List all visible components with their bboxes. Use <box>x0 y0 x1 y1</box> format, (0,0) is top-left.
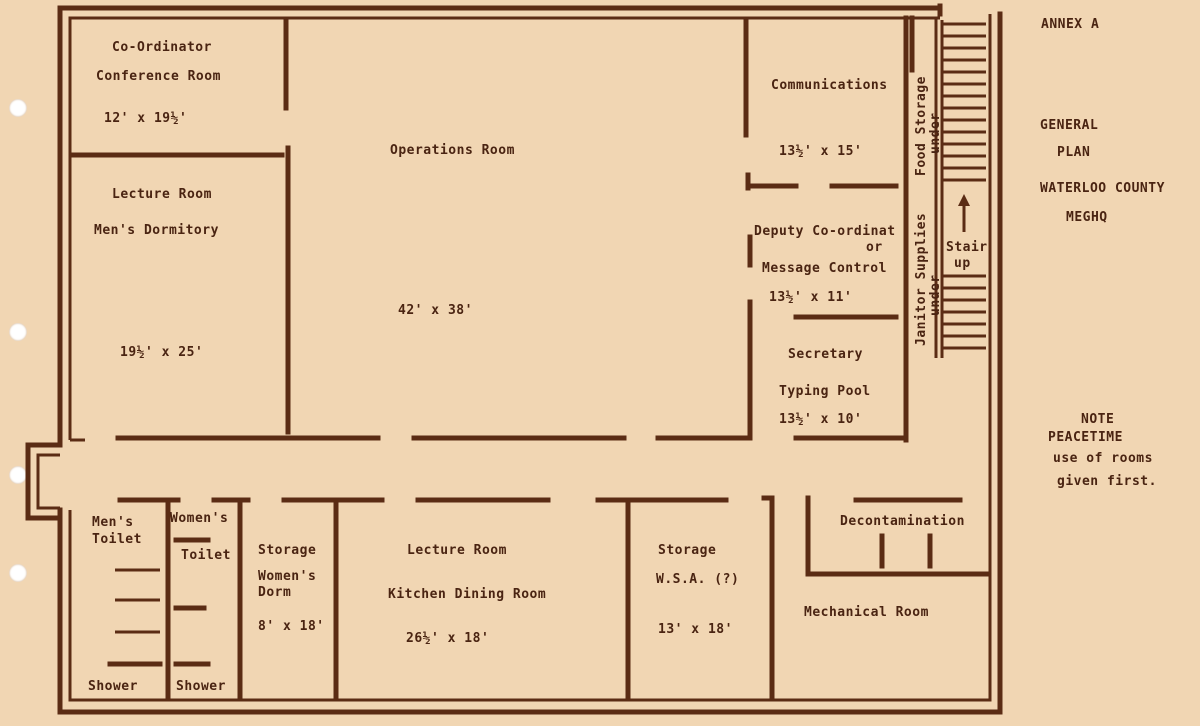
storage-left-size: 8' x 18' <box>258 619 325 634</box>
interior-walls-top <box>69 15 938 443</box>
coordinator-room-size: 12' x 19½' <box>104 111 188 126</box>
stair-up-label: up <box>954 256 971 271</box>
storage-left-label: Storage <box>258 543 317 558</box>
mens-dormitory-label: Men's Dormitory <box>94 223 219 238</box>
janitor-supplies-label: Janitor Supplies <box>914 212 929 346</box>
entry-vestibule <box>25 438 85 521</box>
note-line: use of rooms <box>1053 451 1153 466</box>
operations-room-label: Operations Room <box>390 143 515 158</box>
lecture-room-bottom-size: 26½' x 18' <box>406 631 490 646</box>
deputy-coordinator-label: or <box>866 240 883 255</box>
storage-right-size: 13' x 18' <box>658 622 733 637</box>
binder-hole <box>9 564 27 582</box>
interior-walls-bottom <box>107 495 991 699</box>
secretary-room-size: 13½' x 10' <box>779 412 863 427</box>
binder-hole <box>9 466 27 484</box>
storage-right-label: Storage <box>658 543 717 558</box>
stair-treads <box>940 20 986 358</box>
shower-right-label: Shower <box>176 679 226 694</box>
title-general: GENERAL <box>1040 118 1099 133</box>
janitor-supplies-under-label: under <box>928 274 943 316</box>
typing-pool-label: Typing Pool <box>779 384 871 399</box>
mens-toilet-label: Men's <box>92 515 134 530</box>
coordinator-room-label: Co-Ordinator <box>112 40 212 55</box>
lecture-room-label: Lecture Room <box>112 187 212 202</box>
message-control-label: Message Control <box>762 261 887 276</box>
title-county: WATERLOO COUNTY <box>1040 181 1165 196</box>
womens-dorm-label: Women's <box>258 569 317 584</box>
lecture-room-size: 19½' x 25' <box>120 345 204 360</box>
note-line: given first. <box>1057 474 1157 489</box>
title-plan: PLAN <box>1057 145 1091 160</box>
stair-up-arrow <box>958 194 970 232</box>
shower-left-label: Shower <box>88 679 138 694</box>
food-storage-under-label: under <box>928 112 943 154</box>
wsa-label: W.S.A. (?) <box>656 572 740 587</box>
deputy-room-size: 13½' x 11' <box>769 290 853 305</box>
womens-toilet-label: Toilet <box>181 548 231 563</box>
mens-toilet-label: Toilet <box>92 532 142 547</box>
binder-hole <box>9 323 27 341</box>
kitchen-dining-label: Kitchen Dining Room <box>388 587 547 602</box>
stair-label: Stair <box>946 240 988 255</box>
note-line: PEACETIME <box>1048 430 1123 445</box>
note-heading: NOTE <box>1081 412 1115 427</box>
womens-toilet-label: Women's <box>170 511 229 526</box>
mechanical-room-label: Mechanical Room <box>804 605 929 620</box>
annex-label: ANNEX A <box>1041 17 1100 32</box>
binder-hole <box>9 99 27 117</box>
deputy-coordinator-label: Deputy Co-ordinat <box>754 224 896 239</box>
food-storage-label: Food Storage <box>914 76 929 176</box>
coordinator-room-label: Conference Room <box>96 69 221 84</box>
communications-size: 13½' x 15' <box>779 144 863 159</box>
decontamination-label: Decontamination <box>840 514 965 529</box>
womens-dorm-label: Dorm <box>258 585 292 600</box>
outer-walls <box>57 3 1003 715</box>
title-meghq: MEGHQ <box>1066 210 1108 225</box>
secretary-label: Secretary <box>788 347 863 362</box>
communications-label: Communications <box>771 78 888 93</box>
lecture-room-bottom-label: Lecture Room <box>407 543 507 558</box>
operations-room-size: 42' x 38' <box>398 303 473 318</box>
